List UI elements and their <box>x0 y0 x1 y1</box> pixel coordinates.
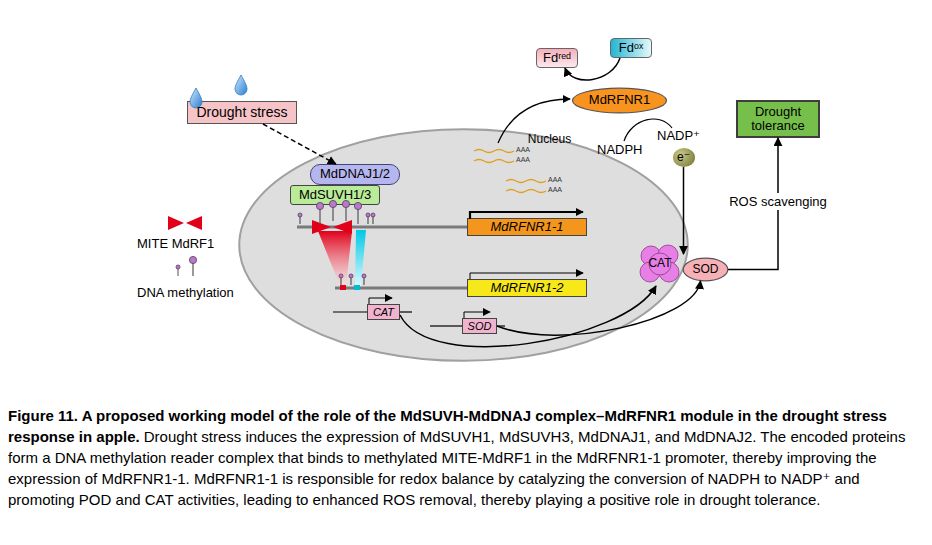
connector-arrow <box>565 58 620 80</box>
polya-tail: AAA <box>548 186 562 193</box>
node-text: Drought tolerance <box>738 105 818 134</box>
node-text: Fdᵒˣ <box>619 41 643 55</box>
node-text: MdRFNR1-2 <box>491 281 564 295</box>
legend-text: MITE MdRF1 <box>137 236 214 251</box>
node-text: Nucleus <box>528 133 571 146</box>
stress-box: Drought stress <box>187 101 297 124</box>
ferredoxin-box: Fdᵒˣ <box>610 38 652 58</box>
node-text: SOD <box>692 263 718 276</box>
node-text: Fdʳᵉᵈ <box>543 51 571 65</box>
connector-arrow <box>683 167 685 254</box>
connector-arrow <box>400 286 656 347</box>
polya-tail: AAA <box>516 156 530 163</box>
node-text: Drought stress <box>196 105 287 120</box>
node-text: MdDNAJ1/2 <box>320 167 390 181</box>
polya-tail: AAA <box>516 146 530 153</box>
node-text: CAT <box>373 306 394 318</box>
figure-caption: Figure 11. A proposed working model of t… <box>8 405 926 510</box>
gene-box: CAT <box>367 304 400 320</box>
electron-ball: e⁻ <box>673 148 695 167</box>
node-text: MdRFNR1 <box>589 93 650 107</box>
cofactor-label: NADP⁺ <box>657 128 700 143</box>
outcome-box: Drought tolerance <box>736 100 820 138</box>
node-text: e⁻ <box>677 151 690 164</box>
legend-text: DNA methylation <box>137 285 234 300</box>
node-text: MdRFNR1-1 <box>491 220 564 234</box>
node-text: SOD <box>468 320 492 332</box>
gene-box: MdRFNR1-2 <box>467 279 587 297</box>
gene-box: SOD <box>462 318 497 334</box>
protein-box: MdSUVH1/3 <box>290 185 380 205</box>
protein-box: MdDNAJ1/2 <box>310 164 400 185</box>
enzyme-shape: CAT <box>638 242 682 286</box>
enzyme-ellipse: SOD <box>683 258 728 281</box>
caption-text: Drought stress induces the expression of… <box>8 428 905 508</box>
ferredoxin-box: Fdʳᵉᵈ <box>536 48 578 68</box>
protein-ellipse: MdRFNR1 <box>572 88 667 113</box>
gene-box: MdRFNR1-1 <box>467 218 587 236</box>
node-text: CAT <box>648 257 671 270</box>
node-text: MdSUVH1/3 <box>299 188 371 202</box>
polya-tail: AAA <box>548 176 562 183</box>
connector-arrow <box>497 281 701 335</box>
connector-arrow <box>263 124 336 164</box>
edge-label: ROS scavenging <box>726 193 830 210</box>
cofactor-label: NADPH <box>597 142 643 157</box>
